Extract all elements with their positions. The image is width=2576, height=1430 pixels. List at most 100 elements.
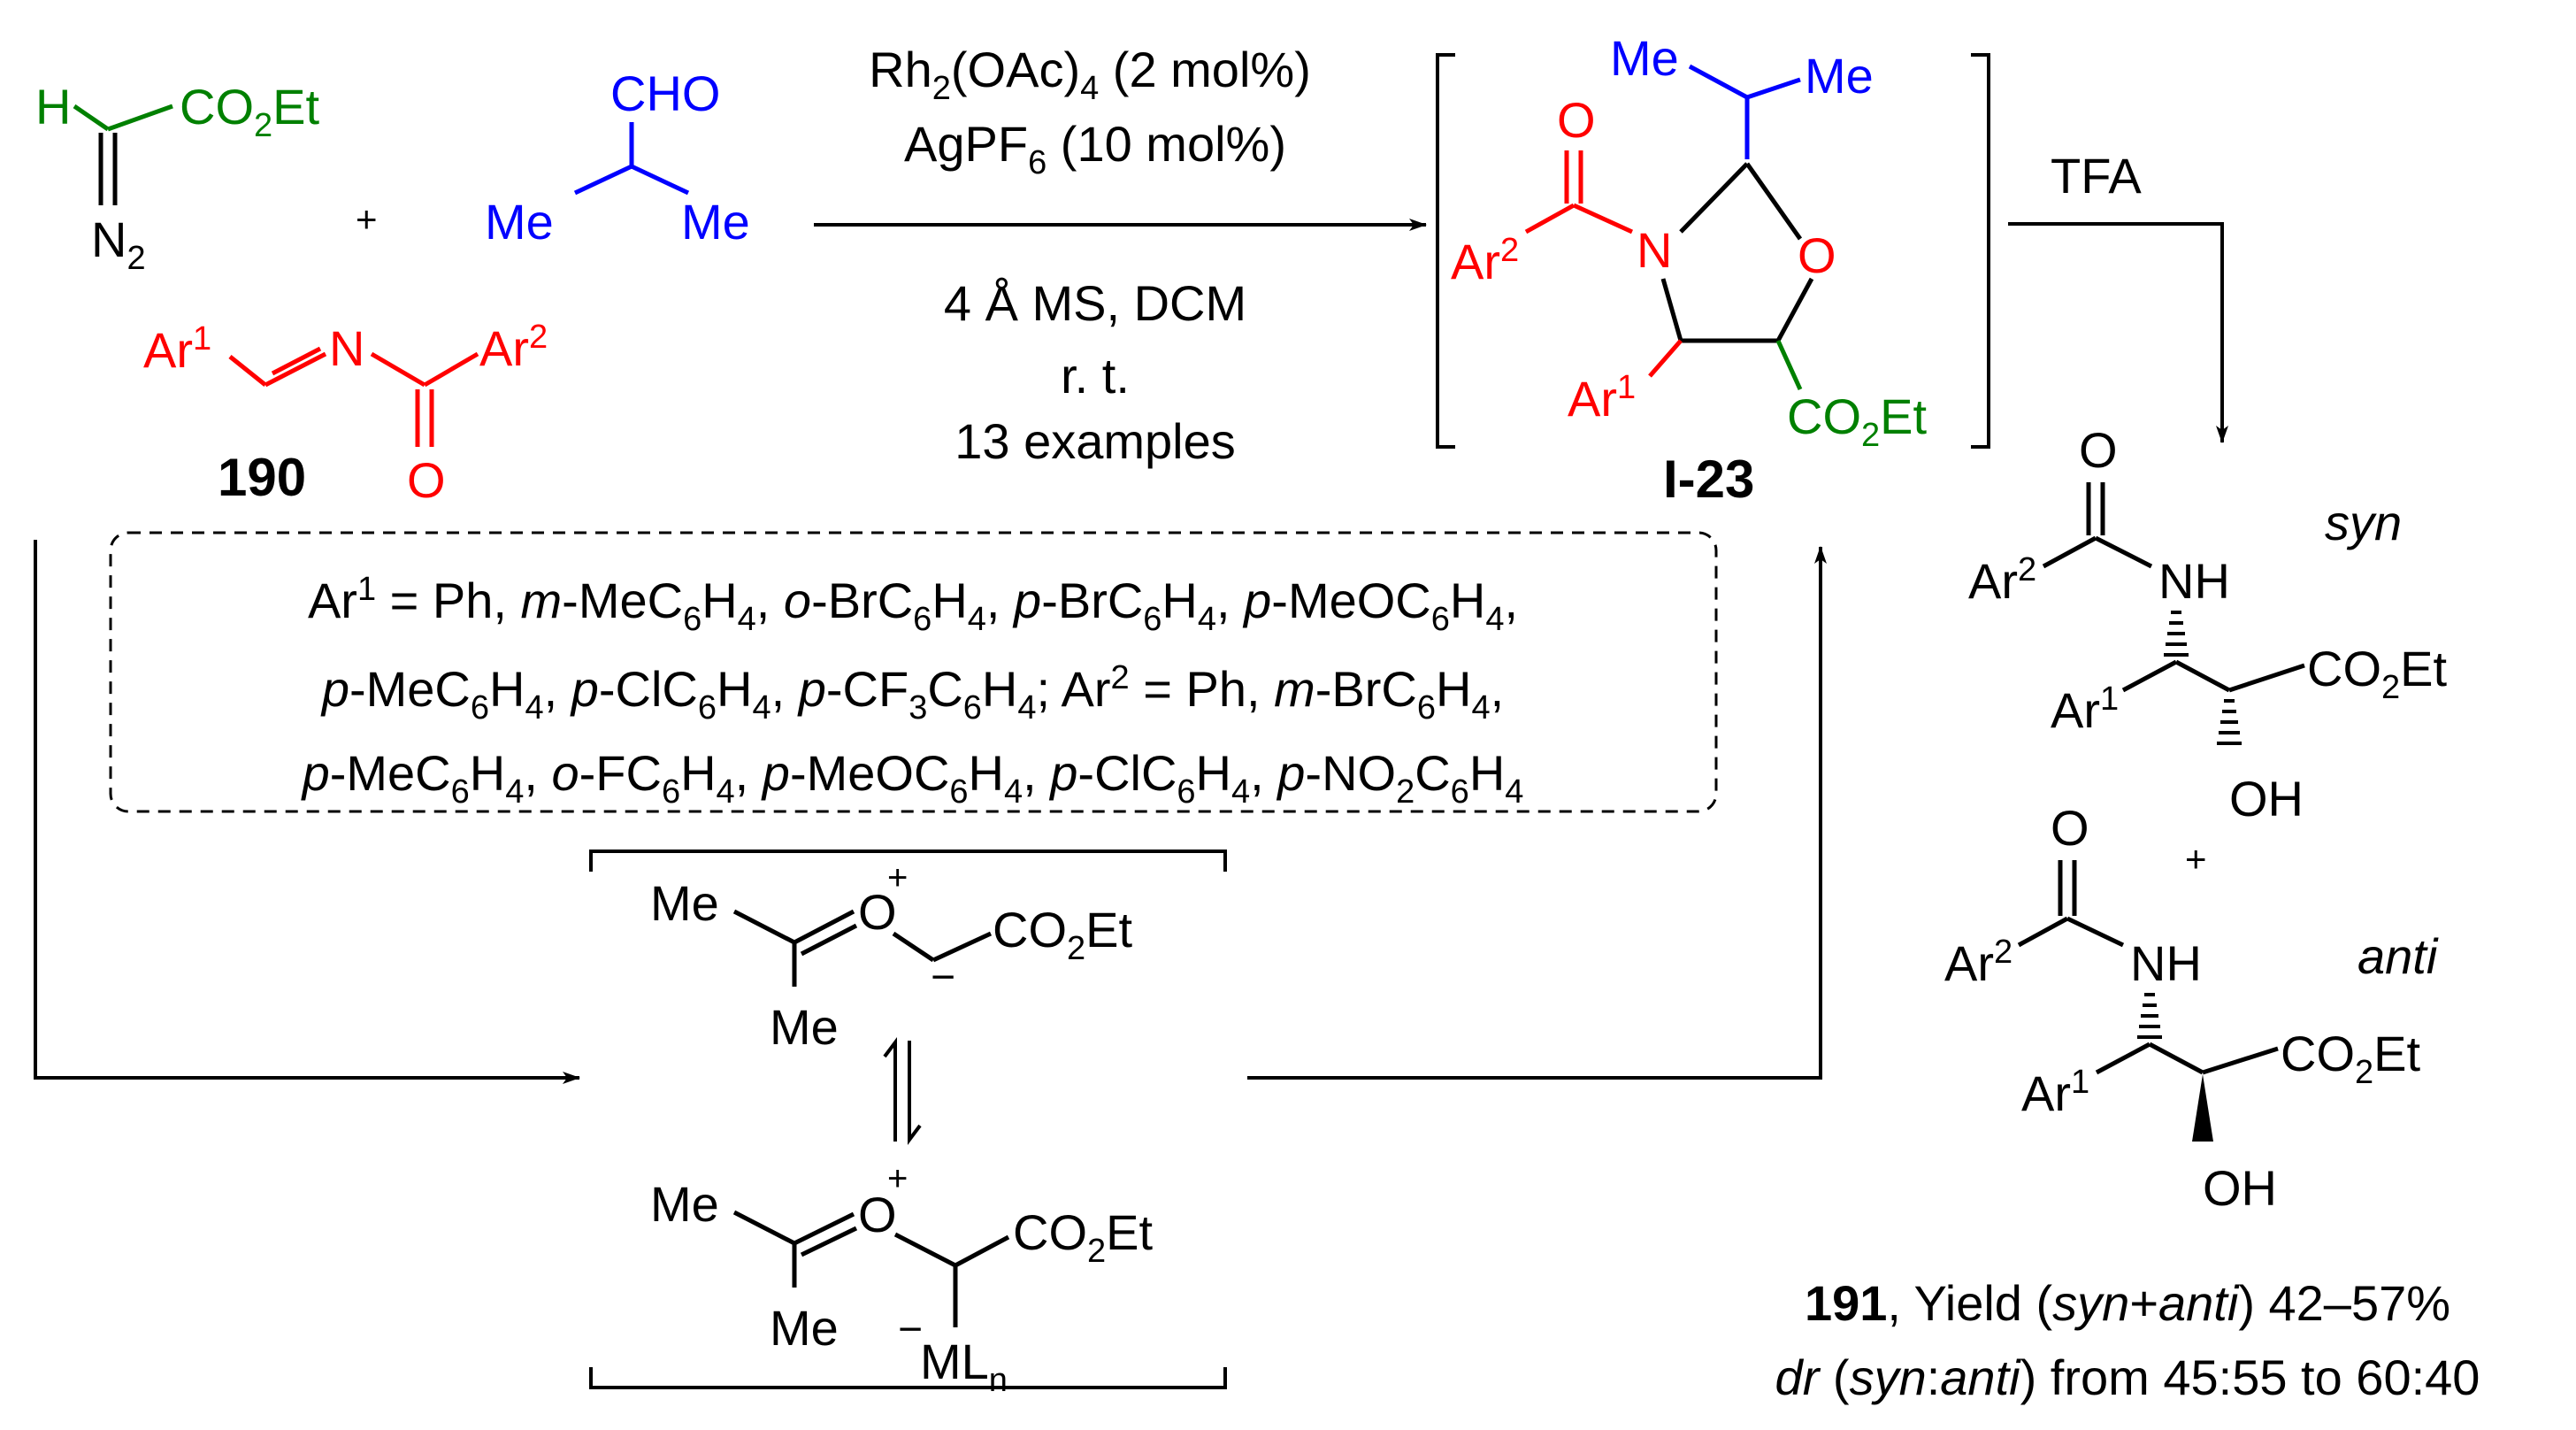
scope-run: H [489, 661, 525, 717]
solid-wedge [2192, 1074, 2213, 1142]
arrow-to-ylide [34, 540, 580, 1084]
ring-bond [1775, 277, 1814, 342]
bond-double [271, 346, 322, 376]
scope-line-2: p-MeC6H4, p-ClC6H4, p-CF3C6H4; Ar2 = Ph,… [320, 659, 1504, 727]
scope-run: p [570, 661, 599, 717]
bond [2094, 535, 2153, 569]
bond [573, 164, 633, 196]
scope-run: 4 [752, 689, 770, 727]
i23-o-ring: O [1798, 227, 1836, 283]
bond-double [793, 1211, 855, 1246]
scope-run: 6 [662, 773, 680, 811]
scope-run: , [771, 661, 799, 717]
i23-me2: Me [1805, 48, 1874, 104]
scope-run: p [1242, 573, 1271, 628]
scope-run: 3 [908, 689, 927, 727]
scope-run: -MeOC [790, 745, 949, 801]
anti-nh: NH [2130, 935, 2202, 991]
ring-bond [1660, 278, 1683, 342]
ylide2-o: O [858, 1187, 897, 1242]
ylide-bracket-top [589, 850, 1227, 872]
scope-run: p [1276, 745, 1305, 801]
aldehyde-me2: Me [681, 194, 750, 250]
scope-line-1: Ar1 = Ph, m-MeC6H4, o-BrC6H4, p-BrC6H4, … [308, 571, 1518, 638]
condition-rh: Rh2(OAc)4 (2 mol%) [869, 42, 1311, 107]
scope-run: 6 [913, 601, 932, 638]
metal-bound-ylide: Me O + Me CO2Et − MLn [650, 1159, 1153, 1399]
diazo-co2et: CO2Et [180, 79, 319, 144]
scope-run: 4 [505, 773, 524, 811]
substrate-scope-box [109, 531, 1718, 813]
scope-run: H [1436, 661, 1471, 717]
compound-label-190: 190 [218, 448, 306, 507]
oxonium-ylide: Me O + Me − CO2Et [650, 858, 1132, 1055]
scope-run: 6 [471, 689, 489, 727]
scope-run: , [735, 745, 763, 801]
equilibrium-arrows [883, 1037, 922, 1145]
bond-double [800, 1226, 858, 1257]
hashed-wedge [2217, 699, 2242, 745]
imine-n: N [329, 320, 364, 376]
ylide2-minus: − [898, 1306, 923, 1353]
scope-run: C [927, 661, 962, 717]
bond-double [264, 351, 327, 388]
bond [2174, 659, 2231, 693]
anti-co2et: CO2Et [2281, 1026, 2420, 1091]
scope-line-3: p-MeC6H4, o-FC6H4, p-MeOC6H4, p-ClC6H4, … [301, 745, 1524, 811]
scope-run: H [1196, 745, 1231, 801]
scope-run: 4 [717, 773, 735, 811]
scope-run: , [1250, 745, 1277, 801]
scope-run: H [717, 661, 752, 717]
scope-run: , [1216, 573, 1244, 628]
scope-run: 4 [1485, 601, 1504, 638]
ylide1-me2: Me [770, 999, 839, 1055]
bond [630, 164, 690, 196]
ylide2-mln: MLn [920, 1334, 1008, 1399]
scope-run: p [1048, 745, 1077, 801]
scope-run: H [470, 745, 505, 801]
scope-run: , [544, 661, 571, 717]
ylide2-co2et: CO2Et [1013, 1204, 1153, 1270]
scope-run: o [551, 745, 579, 801]
scope-run: ; Ar [1037, 661, 1111, 717]
anti-o: O [2051, 800, 2089, 856]
scope-run: m [521, 573, 563, 628]
bond [732, 1210, 796, 1246]
scope-run: -MeC [349, 661, 471, 717]
scope-run: p [301, 745, 330, 801]
yield-summary: 191, Yield (syn+anti) 42–57% [1805, 1275, 2450, 1331]
scope-run: -MeC [330, 745, 451, 801]
bond [2017, 916, 2069, 948]
tfa-label: TFA [2051, 148, 2142, 204]
scope-run: , [1491, 661, 1505, 717]
diazo-h: H [35, 79, 71, 135]
bond [228, 355, 267, 387]
hashed-wedge [2137, 993, 2162, 1039]
scope-run: 6 [1177, 773, 1195, 811]
imine-ar1: Ar1 [143, 320, 211, 378]
scope-run: H [969, 745, 1004, 801]
bond [1572, 203, 1634, 234]
scope-run: o [784, 573, 811, 628]
ylide2-me1: Me [650, 1176, 719, 1232]
bond-double [793, 909, 855, 945]
scope-run: , [524, 745, 551, 801]
product-syn: syn O Ar2 NH Ar1 CO2Et OH [1968, 422, 2447, 826]
scope-run: = Ph, [1130, 661, 1274, 717]
scope-run: 6 [1143, 601, 1162, 638]
ylide1-o: O [858, 884, 897, 940]
scope-run: -BrC [1041, 573, 1143, 628]
scope-run: p [320, 661, 349, 717]
scope-run: -BrC [811, 573, 913, 628]
imine-ar2: Ar2 [479, 319, 548, 376]
scope-run: , [1023, 745, 1050, 801]
scope-run: H [1469, 745, 1505, 801]
scope-run: 6 [949, 773, 968, 811]
anti-ar1: Ar1 [2021, 1064, 2089, 1121]
scope-run: 4 [968, 601, 986, 638]
scope-run: 6 [963, 689, 982, 727]
n-acyl-imine-190: Ar1 N Ar2 O [143, 319, 548, 508]
bracket-right [1971, 53, 1990, 449]
dr-summary: dr (syn:anti) from 45:55 to 60:40 [1775, 1349, 2480, 1405]
